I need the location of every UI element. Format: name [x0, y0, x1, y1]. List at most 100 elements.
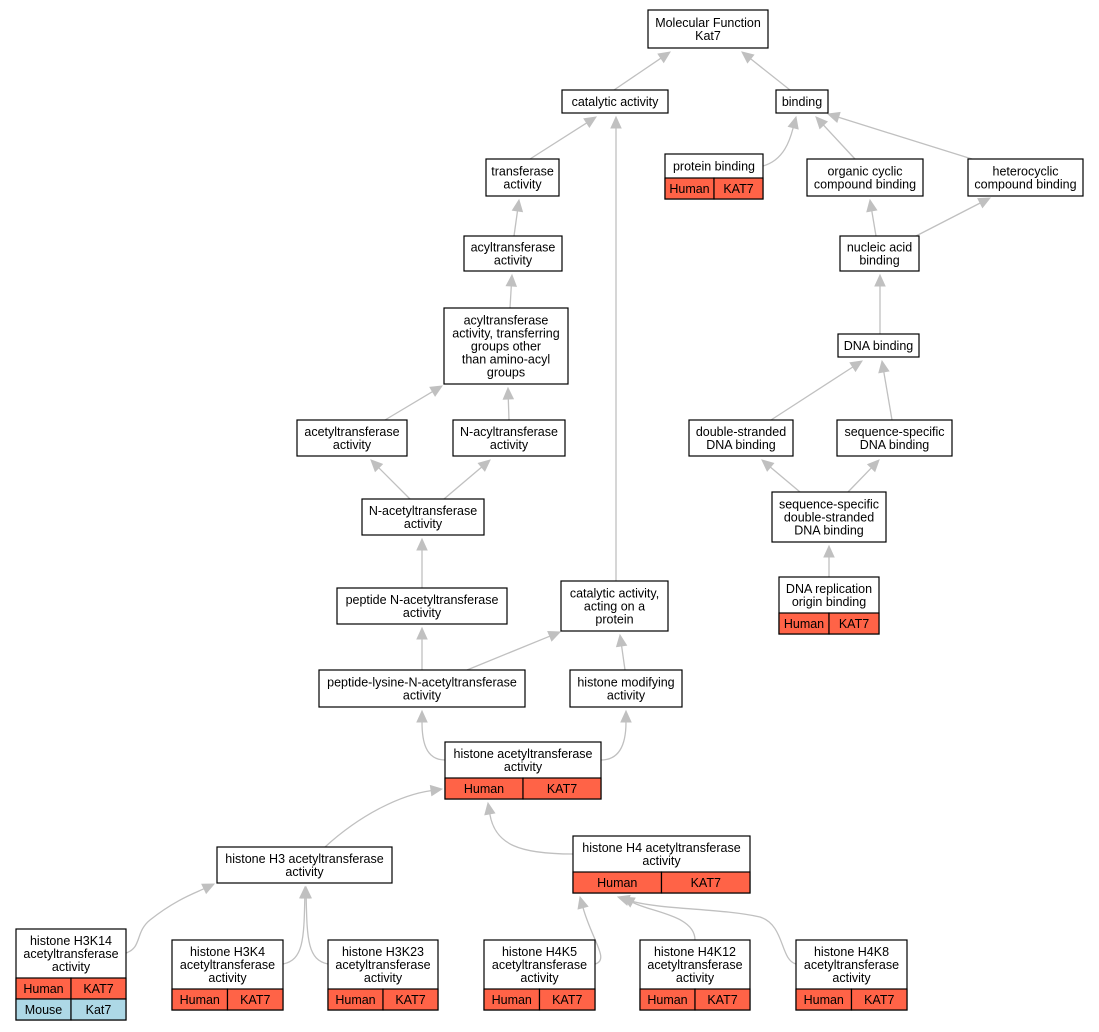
gene-label: Kat7 [86, 1003, 112, 1017]
term-node-h4k12[interactable]: histone H4K12acetyltransferaseactivityHu… [639, 939, 751, 1011]
term-box [296, 419, 408, 457]
term-node-h4k8[interactable]: histone H4K8acetyltransferaseactivityHum… [795, 939, 908, 1011]
term-label-line: catalytic activity [572, 95, 660, 109]
term-box [485, 158, 560, 197]
term-label-line: histone H4K5 [502, 945, 577, 959]
term-box [771, 491, 887, 543]
term-box [216, 846, 393, 884]
edge-arrowhead [416, 709, 428, 723]
term-node-h4-hat[interactable]: histone H4 acetyltransferaseactivityHuma… [572, 835, 751, 894]
term-label-line: acetyltransferase [335, 958, 430, 972]
term-label-line: Molecular Function [655, 16, 761, 30]
edge-arrowhead [477, 459, 491, 472]
term-label-line: activity [403, 689, 442, 703]
term-label-line: activity [504, 760, 543, 774]
term-label-line: DNA binding [706, 438, 776, 452]
edge-arrowhead [761, 459, 775, 472]
edge-arrowhead [866, 198, 878, 213]
edge-arrowhead [505, 273, 518, 287]
species-label: Human [492, 993, 532, 1007]
term-label-line: activity, transferring [452, 327, 559, 341]
term-node-catalytic[interactable]: catalytic activity [561, 89, 669, 114]
term-node-h3k4[interactable]: histone H3K4acetyltransferaseactivityHum… [171, 939, 284, 1011]
gene-label: KAT7 [547, 782, 577, 796]
term-label-line: acetyltransferase [804, 958, 899, 972]
term-label-line: DNA binding [860, 438, 930, 452]
term-label-line: activity [607, 689, 646, 703]
edge-hat-to-pep_lys [421, 721, 446, 761]
term-node-h4k5[interactable]: histone H4K5acetyltransferaseactivityHum… [483, 939, 596, 1011]
edge-arrowhead [201, 883, 216, 895]
term-label-line: transferase [491, 165, 554, 179]
term-box [836, 419, 953, 457]
term-label-line: activity [403, 606, 442, 620]
edge-h3k4-to-h3_hat [282, 897, 306, 965]
edge-arrowhead [878, 359, 890, 374]
term-node-binding[interactable]: binding [775, 89, 829, 114]
edge-arrowhead [583, 116, 598, 129]
term-label-line: activity [520, 971, 559, 985]
edge-arrowhead [657, 51, 671, 64]
term-label-line: sequence-specific [844, 425, 944, 439]
edge-arrowhead [620, 709, 632, 723]
term-label-line: acetyltransferase [180, 958, 275, 972]
term-label-line: binding [859, 254, 899, 268]
edge-arrowhead [787, 115, 799, 130]
term-label-line: than amino-acyl [462, 353, 550, 367]
term-label-line: compound binding [814, 178, 916, 192]
gene-label: KAT7 [864, 993, 894, 1007]
edge-arrowhead [616, 894, 631, 906]
term-label-line: activity [52, 960, 91, 974]
term-node-dna-binding[interactable]: DNA binding [837, 333, 920, 358]
term-label-line: protein binding [673, 160, 755, 174]
edge-ds_dna-to-dna_binding [770, 366, 854, 421]
term-box [361, 498, 485, 536]
term-label-line: acting on a [584, 600, 645, 614]
term-label-line: activity [676, 971, 715, 985]
gene-label: KAT7 [240, 993, 270, 1007]
term-box [839, 235, 920, 272]
gene-label: KAT7 [723, 182, 753, 196]
gene-cell [538, 988, 596, 1011]
term-label-line: nucleic acid [847, 241, 912, 255]
term-label-line: acyltransferase [464, 314, 549, 328]
species-label: Human [647, 993, 687, 1007]
term-label-line: peptide N-acetyltransferase [346, 593, 499, 607]
edge-arrowhead [615, 633, 628, 648]
edge-arrowhead [416, 537, 428, 551]
edge-h4k12-to-h4_hat [632, 901, 696, 941]
species-label: Human [23, 982, 63, 996]
term-node-h3k23[interactable]: histone H3K23acetyltransferaseactivityHu… [327, 939, 439, 1011]
edge-transferase-to-catalytic [529, 122, 588, 160]
term-label-line: histone acetyltransferase [454, 747, 593, 761]
species-label: Human [464, 782, 504, 796]
term-node-h3k14[interactable]: histone H3K14acetyltransferaseactivityHu… [15, 928, 127, 1021]
edge-organic_cyclic-to-binding [823, 124, 856, 160]
term-box [336, 587, 508, 625]
edge-arrowhead [977, 197, 992, 209]
term-label-line: compound binding [974, 178, 1076, 192]
term-box [967, 158, 1084, 197]
edge-h3_hat-to-hat [324, 789, 432, 848]
term-node-pep-lys[interactable]: peptide-lysine-N-acetyltransferaseactivi… [318, 669, 526, 708]
